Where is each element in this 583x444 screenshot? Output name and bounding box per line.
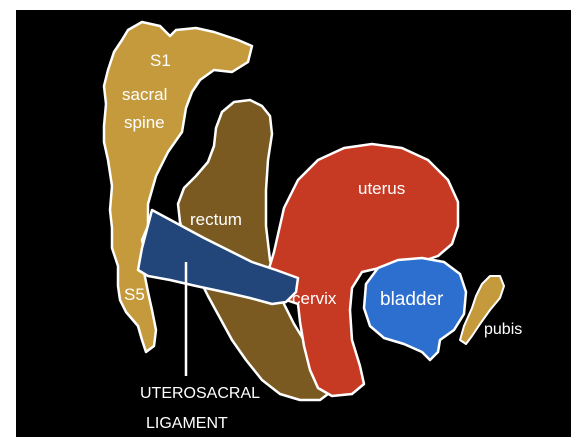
label-s5: S5	[124, 285, 145, 304]
label-spine: spine	[124, 113, 165, 132]
label-uterus: uterus	[358, 179, 405, 198]
label-rectum: rectum	[190, 210, 242, 229]
label-pubis: pubis	[484, 321, 522, 338]
label-bladder: bladder	[380, 289, 444, 310]
label-cervix: cervix	[292, 289, 337, 308]
label-s1: S1	[150, 51, 171, 70]
label-ligament: LIGAMENT	[146, 415, 228, 432]
label-uterosacral: UTEROSACRAL	[140, 385, 260, 402]
label-sacral: sacral	[122, 85, 167, 104]
